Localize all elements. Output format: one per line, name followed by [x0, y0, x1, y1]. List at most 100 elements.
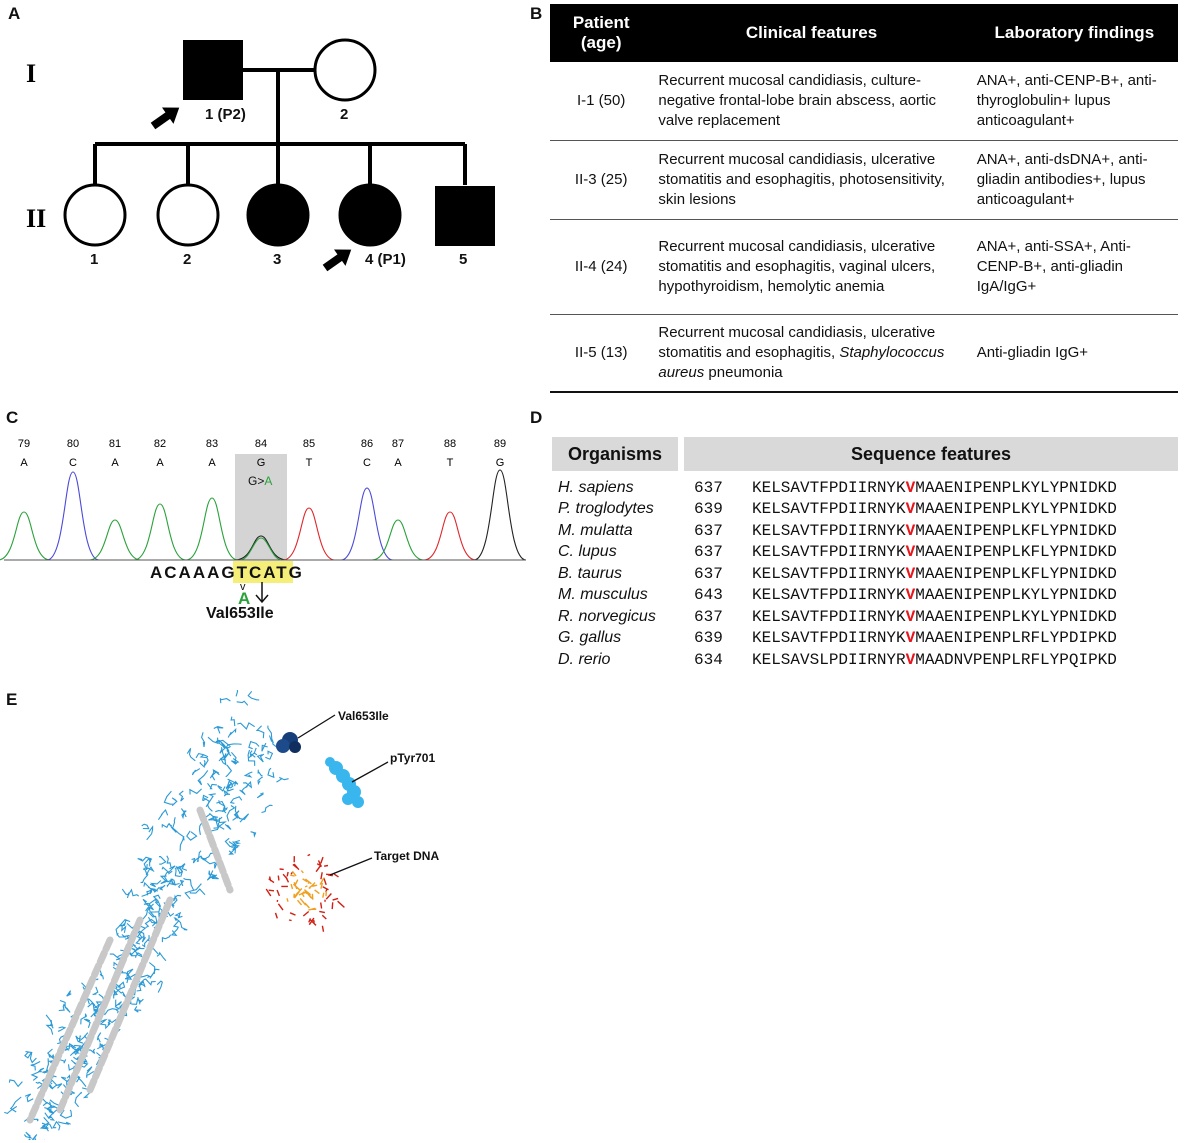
sequence-post: MAAENIPENPLKFLYPNIDKD [915, 543, 1117, 561]
variant-residue: V [905, 500, 916, 518]
position-label: 80 [67, 438, 79, 450]
mutation-label: Val653Ile [206, 605, 274, 620]
position-label: 85 [303, 438, 315, 450]
cell-clinical: Recurrent mucosal candidiasis, ulcerativ… [652, 314, 971, 393]
cell-clinical: Recurrent mucosal candidiasis, ulcerativ… [652, 140, 971, 220]
cell-patient: I-1 (50) [550, 62, 653, 141]
codon-highlight [233, 561, 293, 583]
variant-highlight-box [235, 454, 287, 560]
alternate-base: A [238, 589, 250, 608]
label-variant: Val653Ile [338, 709, 389, 723]
variant-residue: V [905, 608, 916, 626]
cell-patient: II-5 (13) [550, 314, 653, 393]
pedigree-II3-affected-female [246, 183, 310, 247]
position-label: 81 [109, 438, 121, 450]
sequence: KELSAVTFPDIIRNYKVMAAENIPENPLKYLYPNIDKD [752, 479, 1117, 497]
down-arrow-icon [255, 582, 269, 604]
sequence: KELSAVTFPDIIRNYKVMAAENIPENPLKFLYPNIDKD [752, 522, 1117, 540]
sequence-pre: KELSAVTFPDIIRNYK [752, 565, 906, 583]
sequence-start: 634 [694, 651, 723, 669]
sequence-post: MAADNVPENPLRFLYPQIPKD [915, 651, 1117, 669]
base-call-label: A [394, 457, 402, 469]
base-call-label: C [69, 457, 77, 469]
helix-ribbon [56, 916, 144, 1114]
sequence-post: MAAENIPENPLKYLYPNIDKD [915, 479, 1117, 497]
base-call-label: A [20, 457, 28, 469]
ptyr701-model [325, 757, 364, 808]
sequence-post: MAAENIPENPLKYLYPNIDKD [915, 586, 1117, 604]
cell-clinical: Recurrent mucosal candidiasis, ulcerativ… [652, 219, 971, 315]
header-patient: Patient (age) [550, 4, 653, 62]
sequence-pre: KELSAVTFPDIIRNYK [752, 586, 906, 604]
sequence: KELSAVTFPDIIRNYKVMAAENIPENPLKYLYPNIDKD [752, 500, 1117, 518]
cell-lab: ANA+, anti-CENP-B+, anti-thyroglobulin+ … [970, 62, 1178, 141]
position-label: 82 [154, 438, 166, 450]
position-label: 86 [361, 438, 373, 450]
sequence-pre: KELSAVTFPDIIRNYK [752, 500, 906, 518]
sequence-start: 637 [694, 543, 723, 561]
pedigree-label-I1: 1 (P2) [205, 106, 246, 123]
cell-patient: II-4 (24) [550, 219, 653, 315]
cell-lab: ANA+, anti-SSA+, Anti-CENP-B+, anti-glia… [970, 219, 1178, 315]
position-label: 89 [494, 438, 506, 450]
sequence-start: 643 [694, 586, 723, 604]
pedigree-label-II3: 3 [273, 251, 281, 268]
organism-name: P. troglodytes [558, 500, 654, 517]
pedigree-II5-affected-male [435, 186, 495, 246]
sequence-start: 637 [694, 479, 723, 497]
organism-name: M. musculus [558, 586, 648, 603]
position-label: 79 [18, 438, 30, 450]
sequence: KELSAVSLPDIIRNYRVMAADNVPENPLRFLYPQIPKD [752, 651, 1117, 669]
trace-peak [46, 471, 100, 561]
variant-residue: V [905, 543, 916, 561]
cell-lab: Anti-gliadin IgG+ [970, 314, 1178, 393]
sequence-start: 637 [694, 522, 723, 540]
backbone-sticks [4, 690, 289, 1140]
sequence: KELSAVTFPDIIRNYKVMAAENIPENPLKFLYPNIDKD [752, 565, 1117, 583]
pedigree-label-I2: 2 [340, 106, 348, 123]
sequence: KELSAVTFPDIIRNYKVMAAENIPENPLRFLYPDIPKD [752, 629, 1117, 647]
base-call-label: A [111, 457, 119, 469]
base-call-label: C [363, 457, 371, 469]
organism-name: B. taurus [558, 565, 623, 582]
header-clinical: Clinical features [652, 4, 971, 62]
substitution-marker: v [240, 581, 246, 593]
base-call-label: A [208, 457, 216, 469]
table-row: II-5 (13) Recurrent mucosal candidiasis,… [550, 314, 1178, 393]
helix-ribbon [196, 806, 234, 894]
sequence-post: MAAENIPENPLKYLYPNIDKD [915, 500, 1117, 518]
trace-peak [88, 519, 142, 561]
clinical-text: Recurrent mucosal candidiasis, ulcerativ… [658, 324, 936, 361]
organism-name: M. mulatta [558, 522, 633, 539]
table-header-row: Patient (age) Clinical features Laborato… [550, 4, 1178, 62]
proband-arrow-II4 [322, 249, 352, 272]
organism-name: C. lupus [558, 543, 617, 560]
pedigree-II2-female [156, 183, 220, 247]
trace-peak [133, 503, 187, 561]
pedigree-I2-female [313, 38, 377, 102]
sequence-pre: KELSAVTFPDIIRNYK [752, 522, 906, 540]
dna-sticks [286, 870, 327, 911]
panel-letter-a: A [8, 4, 21, 23]
label-target-dna: Target DNA [374, 849, 439, 863]
base-call-label: T [447, 457, 454, 469]
pedigree-label-II4: 4 (P1) [365, 251, 406, 268]
table-row: II-3 (25) Recurrent mucosal candidiasis,… [550, 140, 1178, 220]
pedigree-label-II5: 5 [459, 251, 467, 268]
sequence: KELSAVTFPDIIRNYKVMAAENIPENPLKYLYPNIDKD [752, 586, 1117, 604]
generation-label-I: I [26, 59, 36, 88]
sequence-pre: KELSAVTFPDIIRNYK [752, 543, 906, 561]
sequence-pre: KELSAVTFPDIIRNYK [752, 629, 906, 647]
organism-name: D. rerio [558, 651, 611, 668]
helix-ribbon [86, 896, 174, 1094]
trace-peak [371, 519, 425, 561]
organism-name: H. sapiens [558, 479, 634, 496]
sequence-start: 639 [694, 629, 723, 647]
sequence-pre: KELSAVTFPDIIRNYK [752, 608, 906, 626]
sequence-pre: KELSAVTFPDIIRNYK [752, 479, 906, 497]
sequence-post: MAAENIPENPLKYLYPNIDKD [915, 608, 1117, 626]
variant-residue-model [276, 732, 301, 753]
panel-letter-c: C [6, 408, 19, 427]
base-call-label: G [257, 457, 266, 469]
